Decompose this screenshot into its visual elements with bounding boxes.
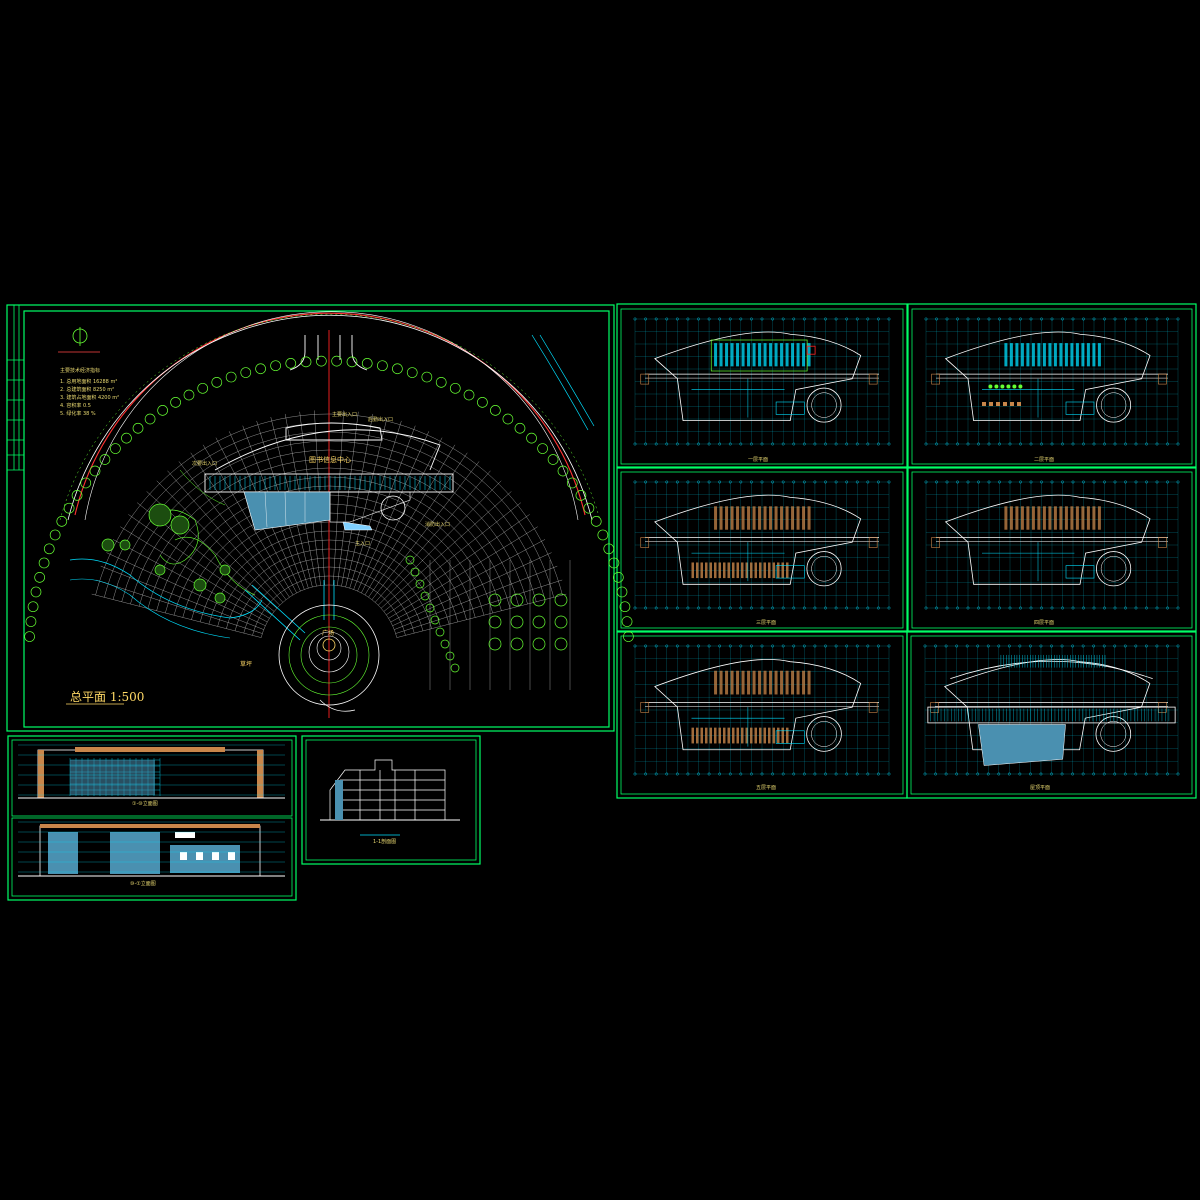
tree-symbols xyxy=(24,355,634,673)
plan-3-drawing xyxy=(633,480,891,610)
entry-label-secondary: 次要出入口 xyxy=(192,461,218,467)
south-elevation-drawing xyxy=(18,744,285,799)
title-block-strip xyxy=(7,305,24,471)
elevations-sheet xyxy=(7,735,297,901)
roof-plan-caption: 屋顶平面 xyxy=(1030,785,1051,791)
plan-5-caption: 五层平面 xyxy=(756,785,777,791)
north-elevation-caption: ⑩-①立面图 xyxy=(130,881,156,887)
plan-5-drawing xyxy=(633,644,891,776)
site-plan-sheet xyxy=(6,304,615,732)
section-drawing xyxy=(320,759,460,836)
legend-item-5: 5. 绿化率 38 % xyxy=(60,411,96,417)
building-name-label: 图书信息中心 xyxy=(309,456,351,464)
plan-2-caption: 二层平面 xyxy=(1034,457,1055,463)
plan-1-caption: 一层平面 xyxy=(748,457,769,463)
north-arrow xyxy=(58,327,100,353)
plan-3-sheet xyxy=(616,467,908,632)
river-edge xyxy=(531,334,595,431)
entry-label-service: 后勤出入口 xyxy=(368,417,394,423)
landscape-garden xyxy=(69,469,263,639)
legend-item-2: 2. 总建筑面积 8250 m² xyxy=(60,387,115,393)
plan-1-sheet xyxy=(616,303,908,468)
legend-heading: 主要技术经济指标 xyxy=(60,368,101,374)
site-plan-inner-frame xyxy=(23,310,610,728)
north-elevation-drawing xyxy=(18,821,285,877)
radial-walks xyxy=(244,580,335,641)
plaza-paving-grid xyxy=(91,410,571,690)
south-elevation-caption: ①-⑩立面图 xyxy=(132,801,158,807)
site-plan-title: 总平面 1:500 xyxy=(70,690,145,704)
site-plan-drawing xyxy=(24,311,634,718)
ring-road xyxy=(59,311,601,521)
plan-4-caption: 四层平面 xyxy=(1034,620,1055,626)
entry-label-fire: 消防出入口 xyxy=(425,522,451,528)
circular-plaza xyxy=(278,604,380,712)
legend-item-1: 1. 总用地面积 16288 m² xyxy=(60,379,118,385)
roof-glazing-grid xyxy=(209,476,451,490)
section-caption: 1-1剖面图 xyxy=(373,839,397,845)
roof-plan-drawing xyxy=(923,644,1180,776)
plan-4-sheet xyxy=(907,467,1197,632)
building-footprint xyxy=(204,422,454,531)
glass-atrium xyxy=(243,491,331,531)
round-tower xyxy=(380,495,406,521)
sheet-frames xyxy=(6,303,1197,901)
legend-item-3: 3. 建筑占地面积 4200 m² xyxy=(60,395,120,401)
plan-1-drawing xyxy=(633,317,891,446)
legend-item-4: 4. 容积率 0.5 xyxy=(60,403,91,409)
roof-plan-sheet xyxy=(906,631,1197,799)
section-sheet xyxy=(301,735,481,865)
plan-2-sheet xyxy=(907,303,1197,468)
plan-2-drawing xyxy=(924,317,1180,446)
plan-4-drawing xyxy=(924,480,1180,610)
plan-3-caption: 三层平面 xyxy=(756,620,777,626)
entry-label-main: 主要出入口 xyxy=(332,412,358,418)
plaza-label: 广场 xyxy=(322,630,335,637)
entry-label-front: 主入口 xyxy=(355,541,371,547)
floor-plans-group xyxy=(633,317,1180,776)
lawn-label: 草坪 xyxy=(240,661,253,668)
entry-road xyxy=(289,335,368,371)
